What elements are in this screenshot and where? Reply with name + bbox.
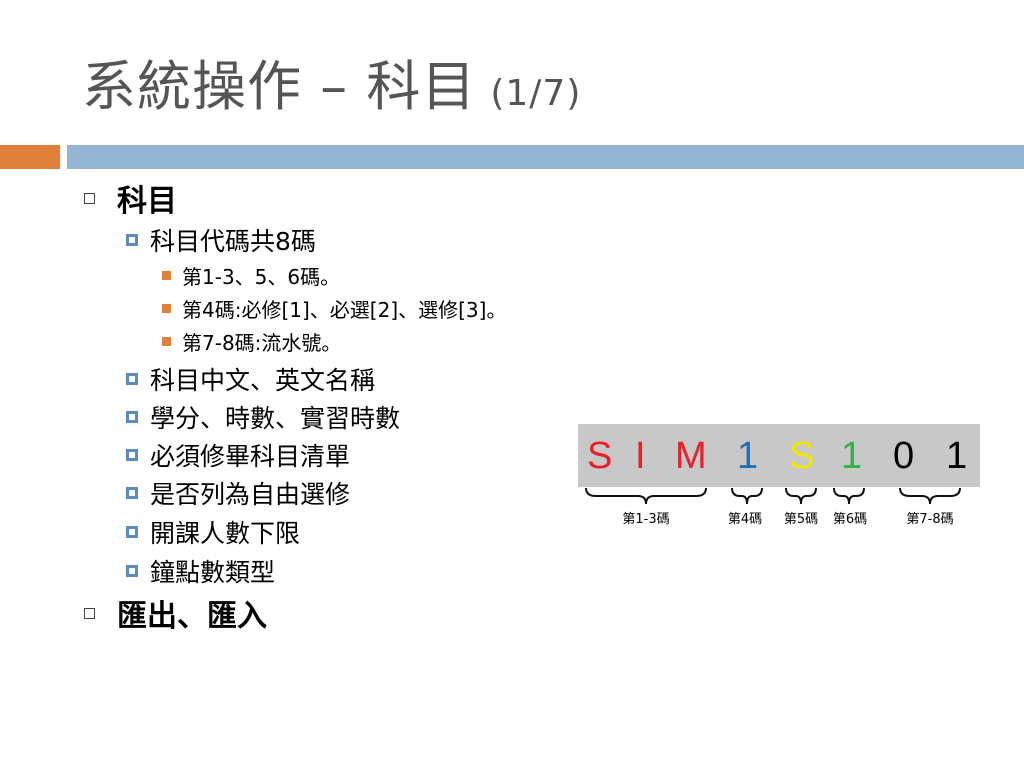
square-bullet-icon (126, 234, 138, 246)
outline-item: 科目中文、英文名稱 (126, 360, 375, 398)
slide-title: 系統操作 – 科目 (1/7) (82, 42, 582, 118)
brace-digit-6 (833, 487, 865, 505)
accent-bar-orange (0, 145, 60, 169)
slide-title-main: 系統操作 – 科目 (82, 55, 477, 118)
hollow-square-bullet-icon (84, 607, 95, 619)
filled-square-bullet-icon (162, 303, 171, 313)
square-bullet-icon (126, 565, 138, 577)
outline-item: 開課人數下限 (126, 513, 300, 551)
square-bullet-icon (126, 411, 138, 423)
square-bullet-icon (126, 487, 138, 499)
outline-subitem: 第4碼:必修[1]、必選[2]、選修[3]。 (162, 293, 506, 323)
code-char: 1 (946, 435, 968, 477)
subject-code-example-box (578, 424, 980, 487)
square-bullet-icon (126, 373, 138, 385)
outline-section-label: 科目 (117, 184, 177, 219)
code-segment-label: 第7-8碼 (906, 512, 954, 527)
code-char: 1 (841, 435, 863, 477)
square-bullet-icon (126, 449, 138, 461)
code-segment-label: 第6碼 (832, 512, 868, 527)
outline-section-subject: 科目 (84, 178, 177, 219)
outline-item: 科目代碼共8碼 (126, 222, 316, 258)
accent-bar-blue (67, 145, 1024, 169)
brace-digits-7-8 (899, 487, 961, 505)
code-segment-label: 第4碼 (727, 512, 763, 527)
code-char: M (675, 435, 707, 477)
brace-digits-1-3 (585, 487, 707, 505)
filled-square-bullet-icon (162, 336, 171, 346)
filled-square-bullet-icon (162, 270, 171, 280)
code-char: I (635, 435, 646, 477)
outline-section-import-export: 匯出、匯入 (84, 592, 267, 634)
outline-item: 必須修畢科目清單 (126, 436, 350, 474)
code-char: S (789, 435, 815, 477)
code-segment-label: 第5碼 (783, 512, 819, 527)
code-segment-braces (585, 487, 961, 505)
code-char: S (587, 435, 613, 477)
code-segment-label: 第1-3碼 (622, 512, 670, 527)
brace-digit-4 (731, 487, 763, 505)
brace-digit-5 (785, 487, 817, 505)
outline-subitem: 第7-8碼:流水號。 (162, 326, 341, 356)
code-char: 1 (737, 435, 759, 477)
outline-item: 是否列為自由選修 (126, 474, 350, 512)
code-char: 0 (893, 435, 915, 477)
outline-section-label: 匯出、匯入 (117, 599, 267, 634)
outline-subitem: 第1-3、5、6碼。 (162, 260, 340, 290)
slide-page-indicator: (1/7) (490, 73, 582, 114)
hollow-square-bullet-icon (84, 192, 95, 204)
square-bullet-icon (126, 526, 138, 538)
outline-item: 學分、時數、實習時數 (126, 398, 400, 436)
outline-item: 鐘點數類型 (126, 552, 275, 590)
